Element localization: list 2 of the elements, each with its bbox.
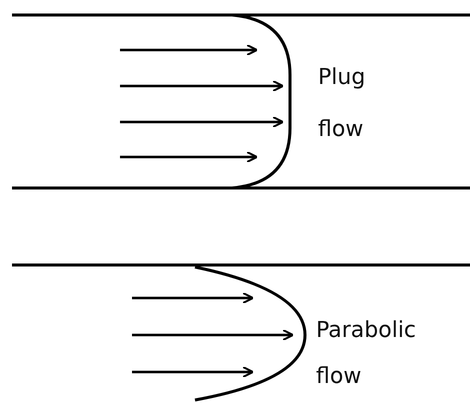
- flow-label: Plug flow: [318, 64, 366, 144]
- flow-label: Parabolic flow: [316, 317, 418, 391]
